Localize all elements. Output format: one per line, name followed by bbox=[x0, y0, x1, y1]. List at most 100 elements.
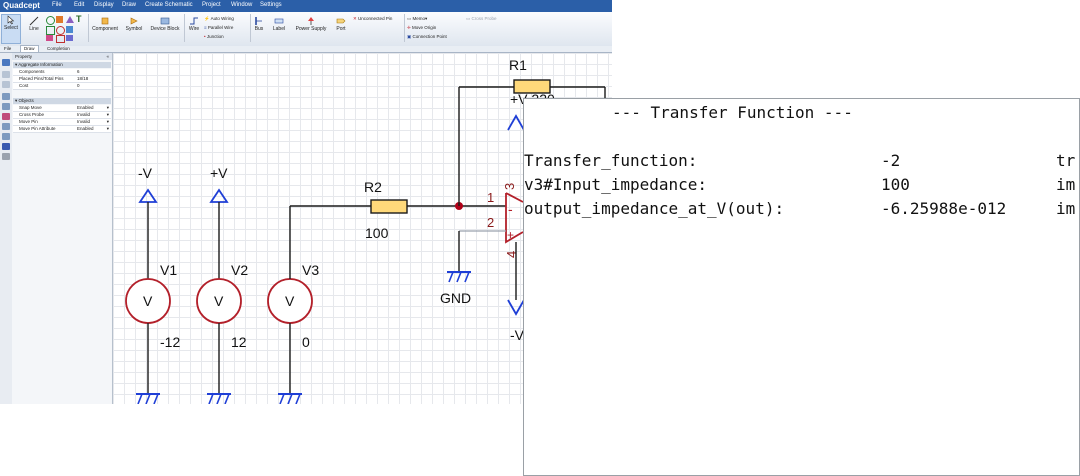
source-symbol: V bbox=[214, 293, 224, 309]
parallel-wire-icon: ≡ bbox=[204, 25, 207, 30]
cross-probe-button[interactable]: ▭ Cross Probe bbox=[466, 16, 497, 22]
opamp[interactable]: - + 1 2 3 4 bbox=[487, 183, 524, 258]
power-supply-button[interactable]: Power Supply bbox=[292, 16, 330, 32]
fill-tool-icon[interactable] bbox=[66, 26, 73, 33]
component-value: 0 bbox=[302, 334, 310, 350]
line-button[interactable]: Line bbox=[26, 16, 42, 32]
pin-number: 3 bbox=[502, 183, 517, 190]
tab-completion[interactable]: Completion bbox=[47, 46, 70, 51]
menu-window[interactable]: Window bbox=[231, 2, 253, 8]
rect-tool-icon[interactable] bbox=[46, 26, 55, 35]
zoom-out-icon[interactable] bbox=[2, 133, 10, 140]
unconnected-pin-label: Unconnected Pin bbox=[358, 16, 393, 21]
parallel-wire-button[interactable]: ≡ Parallel Wire bbox=[204, 25, 233, 30]
component-name: V2 bbox=[231, 262, 248, 278]
table-tool-icon[interactable] bbox=[66, 35, 73, 41]
chevron-down-icon[interactable]: ▾ bbox=[106, 126, 109, 131]
ground-symbol bbox=[447, 271, 471, 283]
aggregate-section-header[interactable]: ▾ Aggregate Information bbox=[13, 62, 111, 68]
power-symbol-neg[interactable]: -V bbox=[138, 165, 158, 279]
result-row: output_impedance_at_V(out): -6.25988e-01… bbox=[524, 199, 1075, 294]
circle-tool-icon[interactable] bbox=[46, 16, 55, 25]
objects-section-header[interactable]: ▾ Objects bbox=[13, 98, 111, 104]
forward-icon[interactable] bbox=[2, 81, 10, 88]
property-key: Move Pin bbox=[19, 119, 38, 124]
port-button[interactable]: Port bbox=[332, 16, 350, 32]
component-value: -12 bbox=[160, 334, 180, 350]
ellipse-tool-icon[interactable] bbox=[56, 26, 65, 35]
menu-edit[interactable]: Edit bbox=[74, 2, 85, 8]
property-panel-icon[interactable] bbox=[2, 59, 10, 66]
component-name: R1 bbox=[509, 57, 527, 73]
chevron-down-icon[interactable]: ▾ bbox=[106, 119, 109, 124]
ribbon-separator bbox=[184, 14, 185, 42]
result-name: v3#Input_impedance: bbox=[524, 175, 708, 194]
polygon-tool-icon[interactable] bbox=[66, 16, 74, 23]
delete-icon[interactable] bbox=[2, 113, 10, 120]
resistor-r2[interactable]: R2 100 bbox=[364, 179, 408, 241]
component-value: 12 bbox=[231, 334, 247, 350]
power-label: +V bbox=[210, 165, 228, 181]
text-tool-icon[interactable]: T bbox=[76, 14, 82, 24]
label-button[interactable]: Label bbox=[270, 16, 288, 32]
symbol-button[interactable]: Symbol bbox=[122, 16, 146, 32]
memo-icon: ▭ bbox=[407, 16, 412, 21]
move-origin-button[interactable]: ✛ Move Origin bbox=[407, 25, 436, 31]
power-symbol-opamp-neg bbox=[507, 299, 525, 316]
pin-number: 4 bbox=[504, 251, 519, 258]
power-supply-label: Power Supply bbox=[295, 26, 327, 32]
menu-file[interactable]: File bbox=[52, 2, 62, 8]
memo-button[interactable]: ▭ Memo▾ bbox=[407, 16, 427, 22]
connection-point-button[interactable]: ▣ Connection Point bbox=[407, 34, 447, 40]
arc-tool-icon[interactable] bbox=[56, 16, 63, 23]
result-name: Transfer_function: bbox=[524, 151, 698, 170]
back-icon[interactable] bbox=[2, 71, 10, 78]
device-block-button[interactable]: Device Block bbox=[148, 16, 182, 32]
menu-display[interactable]: Display bbox=[94, 2, 114, 8]
power-symbol-pos[interactable]: +V bbox=[209, 165, 229, 279]
auto-wiring-button[interactable]: ⚡ Auto Wiring bbox=[204, 16, 234, 22]
menu-create-schematic[interactable]: Create Schematic bbox=[145, 2, 193, 8]
zoom-in-icon[interactable] bbox=[2, 123, 10, 130]
result-name: output_impedance_at_V(out): bbox=[524, 199, 785, 218]
menu-draw[interactable]: Draw bbox=[122, 2, 137, 8]
wire-button[interactable]: Wire bbox=[186, 16, 202, 32]
image-tool-icon[interactable] bbox=[46, 35, 53, 41]
copy-icon[interactable] bbox=[2, 93, 10, 100]
objects-section-title: Objects bbox=[18, 98, 34, 103]
wire-icon bbox=[190, 17, 198, 25]
panel-collapse-icon[interactable]: « bbox=[106, 54, 109, 59]
tab-file[interactable]: File bbox=[4, 46, 12, 51]
bus-button[interactable]: Bus bbox=[252, 16, 266, 32]
result-row: v3#Input_impedance: 100 im bbox=[524, 175, 1075, 270]
ribbon-separator bbox=[404, 14, 405, 42]
property-value: 6 bbox=[77, 69, 80, 74]
device-block-label: Device Block bbox=[150, 26, 180, 32]
tab-draw[interactable]: Draw bbox=[20, 45, 39, 52]
unconnected-pin-button[interactable]: ✕ Unconnected Pin bbox=[353, 16, 392, 22]
ribbon-separator bbox=[250, 14, 251, 42]
label-label: Label bbox=[272, 26, 286, 32]
fit-view-icon[interactable] bbox=[2, 143, 10, 150]
menu-project[interactable]: Project bbox=[202, 2, 221, 8]
pin-number: 1 bbox=[487, 190, 494, 205]
select-button[interactable]: Select bbox=[1, 14, 21, 44]
junction-button[interactable]: • Junction bbox=[204, 34, 224, 39]
voltage-source-v1[interactable]: V1 V -12 bbox=[125, 262, 180, 394]
menu-settings[interactable]: Settings bbox=[260, 2, 282, 8]
chevron-down-icon[interactable]: ▾ bbox=[106, 112, 109, 117]
voltage-source-v2[interactable]: V2 V 12 bbox=[196, 262, 248, 394]
frame-tool-icon[interactable] bbox=[56, 35, 65, 43]
settings-gear-icon[interactable] bbox=[2, 153, 10, 160]
voltage-source-v3[interactable]: V3 V 0 bbox=[267, 206, 319, 394]
source-symbol: V bbox=[143, 293, 153, 309]
chevron-down-icon[interactable]: ▾ bbox=[106, 105, 109, 110]
paste-icon[interactable] bbox=[2, 103, 10, 110]
component-button[interactable]: Component bbox=[90, 16, 120, 32]
noninverting-input-symbol: + bbox=[507, 228, 514, 242]
